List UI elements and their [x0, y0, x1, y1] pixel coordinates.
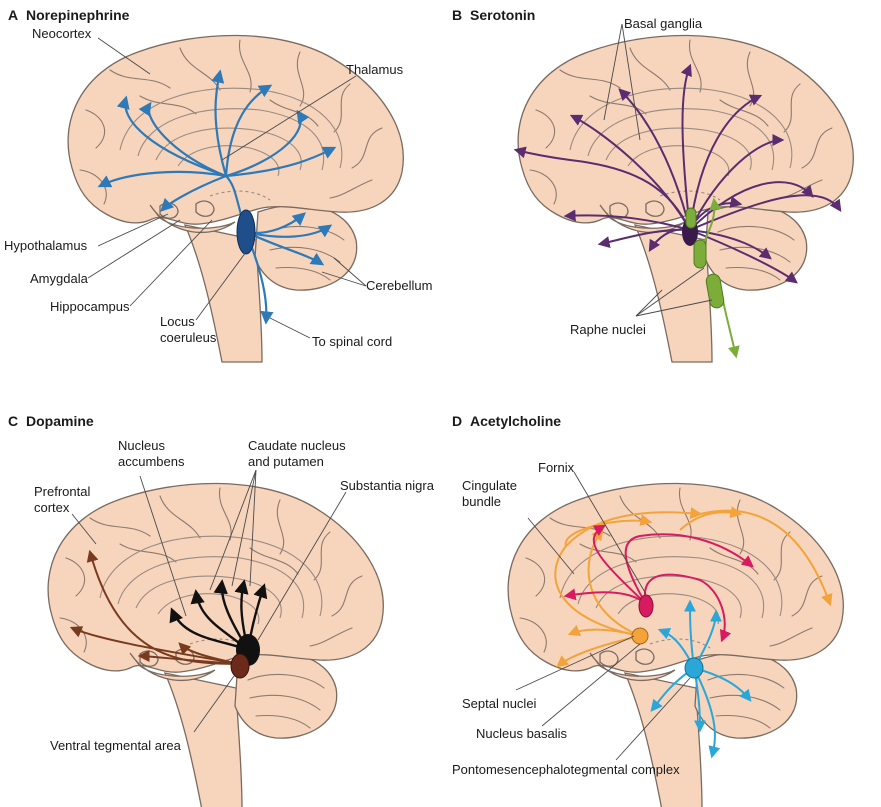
ventral-tegmental-area [230, 653, 250, 679]
label-cortex: cortex [34, 500, 70, 515]
panel-letter: C [8, 413, 18, 429]
label-pontomesencephalotegmental-complex: Pontomesencephalotegmental complex [452, 762, 680, 777]
raphe-nucleus-1 [693, 239, 707, 269]
label-cerebellum: Cerebellum [366, 278, 432, 293]
label-septal-nuclei: Septal nuclei [462, 696, 537, 711]
label-raphe-nuclei: Raphe nuclei [570, 322, 646, 337]
label-ventral-tegmental-area: Ventral tegmental area [50, 738, 182, 753]
raphe-nucleus-3 [685, 207, 697, 229]
label-coeruleus: coeruleus [160, 330, 217, 345]
label-bundle: bundle [462, 494, 501, 509]
raphe-nucleus-2 [705, 273, 725, 309]
septal-nucleus-marker [638, 594, 654, 618]
brain-outline [507, 482, 844, 807]
label-nucleus-basalis: Nucleus basalis [476, 726, 568, 741]
panel-serotonin: B Serotonin [452, 7, 854, 363]
label-and-putamen: and putamen [248, 454, 324, 469]
label-locus: Locus [160, 314, 195, 329]
brainstem-pathways [650, 599, 752, 759]
leader-lines [603, 23, 713, 317]
label-hippocampus: Hippocampus [50, 299, 130, 314]
panel-title: Norepinephrine [26, 7, 130, 23]
panel-norepinephrine: A Norepinephrine [4, 7, 432, 363]
label-substantia-nigra: Substantia nigra [340, 478, 435, 493]
label-to-spinal-cord: To spinal cord [312, 334, 392, 349]
label-prefrontal: Prefrontal [34, 484, 90, 499]
panel-letter: D [452, 413, 462, 429]
leader-lines [515, 471, 691, 761]
leader-lines [71, 469, 347, 733]
label-cingulate: Cingulate [462, 478, 517, 493]
panel-dopamine: C Dopamine Nucleus accumbens [8, 413, 435, 807]
basal-forebrain-pathways [554, 506, 833, 668]
label-nucleus: Nucleus [118, 438, 165, 453]
label-caudate-nucleus: Caudate nucleus [248, 438, 346, 453]
brain-outline [47, 482, 384, 807]
label-accumbens: accumbens [118, 454, 185, 469]
serotonin-pathways [513, 63, 842, 284]
panel-title: Dopamine [26, 413, 94, 429]
label-hypothalamus: Hypothalamus [4, 238, 88, 253]
label-amygdala: Amygdala [30, 271, 89, 286]
locus-coeruleus-nucleus [236, 209, 256, 255]
leader-lines [87, 37, 367, 339]
panel-letter: B [452, 7, 462, 23]
panel-title: Serotonin [470, 7, 535, 23]
pontomesencephalotegmental-marker [684, 657, 704, 679]
label-thalamus: Thalamus [346, 62, 404, 77]
panel-letter: A [8, 7, 18, 23]
mesolimbic-pathways [69, 549, 241, 665]
label-neocortex: Neocortex [32, 26, 92, 41]
label-fornix: Fornix [538, 460, 575, 475]
nucleus-basalis-marker [631, 627, 649, 645]
panel-title: Acetylcholine [470, 413, 561, 429]
panel-acetylcholine: D Acetylcholine [452, 413, 844, 807]
label-basal-ganglia: Basal ganglia [624, 16, 703, 31]
